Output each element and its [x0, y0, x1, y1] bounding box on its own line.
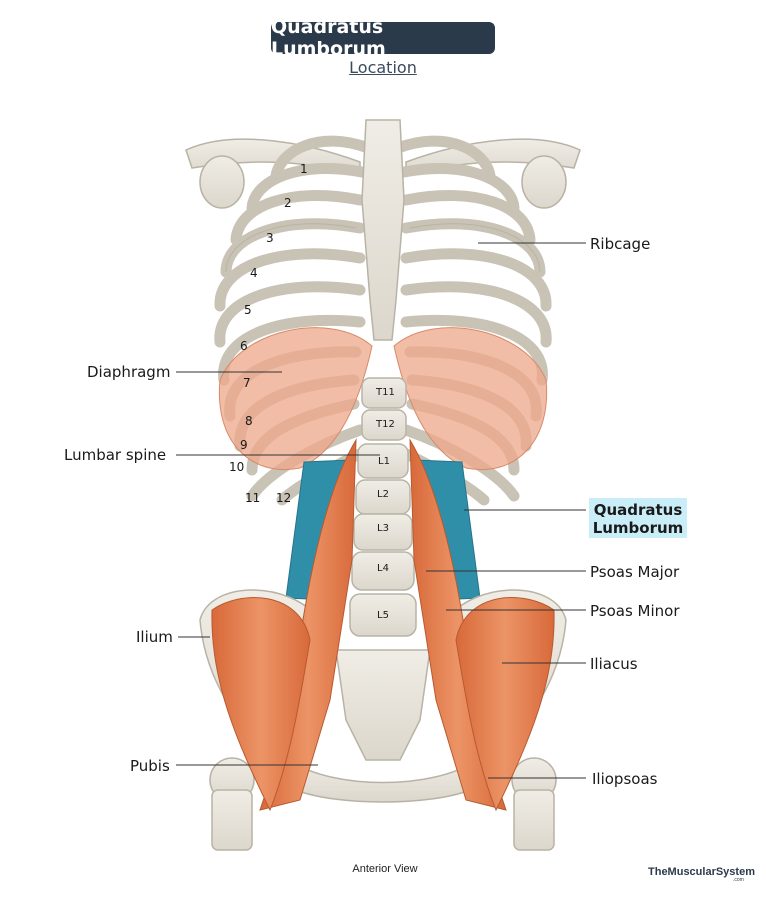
rib-number-5: 5 — [244, 303, 252, 317]
rib-number-6: 6 — [240, 339, 248, 353]
diaphragm — [218, 327, 548, 470]
label-iliopsoas: Iliopsoas — [592, 770, 658, 788]
iliopsoas-muscles — [211, 438, 555, 812]
vertebral-column — [349, 377, 417, 637]
label-psoas-major: Psoas Major — [590, 563, 680, 581]
label-psoas-minor: Psoas Minor — [590, 602, 680, 620]
leader-lines — [176, 242, 586, 779]
label-pubis: Pubis — [130, 757, 170, 775]
label-ilium: Ilium — [136, 628, 173, 646]
label-quadratus-line-2: Lumborum — [592, 519, 684, 537]
rib-number-4: 4 — [250, 266, 258, 280]
vertebra-label-l5: L5 — [377, 610, 389, 621]
label-lumbar-spine: Lumbar spine — [64, 446, 167, 464]
rib-number-11: 11 — [245, 491, 261, 505]
view-caption: Anterior View — [352, 863, 418, 875]
rib-number-1: 1 — [300, 162, 308, 176]
vertebra-label-t12: T12 — [376, 419, 395, 430]
rib-number-8: 8 — [245, 414, 253, 428]
brand-logo: TheMuscularSystem — [648, 866, 755, 878]
rib-number-3: 3 — [266, 231, 274, 245]
vertebra-label-l4: L4 — [377, 563, 389, 574]
vertebra-label-t11: T11 — [376, 387, 395, 398]
rib-number-9: 9 — [240, 438, 248, 452]
label-iliacus: Iliacus — [590, 655, 638, 673]
brand-suffix: .com — [733, 877, 744, 883]
label-quadratus-lumborum: Quadratus Lumborum — [589, 498, 687, 538]
vertebra-label-l1: L1 — [378, 456, 390, 467]
clavicles — [185, 138, 581, 209]
rib-number-12: 12 — [276, 491, 292, 505]
label-quadratus-line-1: Quadratus — [593, 501, 683, 519]
vertebra-label-l3: L3 — [377, 523, 389, 534]
rib-number-7: 7 — [243, 376, 251, 390]
label-diaphragm: Diaphragm — [87, 363, 171, 381]
rib-number-2: 2 — [284, 196, 292, 210]
sternum — [361, 119, 405, 341]
rib-number-10: 10 — [229, 460, 245, 474]
page-subtitle: Location — [349, 58, 417, 77]
vertebra-label-l2: L2 — [377, 489, 389, 500]
label-ribcage: Ribcage — [590, 235, 651, 253]
